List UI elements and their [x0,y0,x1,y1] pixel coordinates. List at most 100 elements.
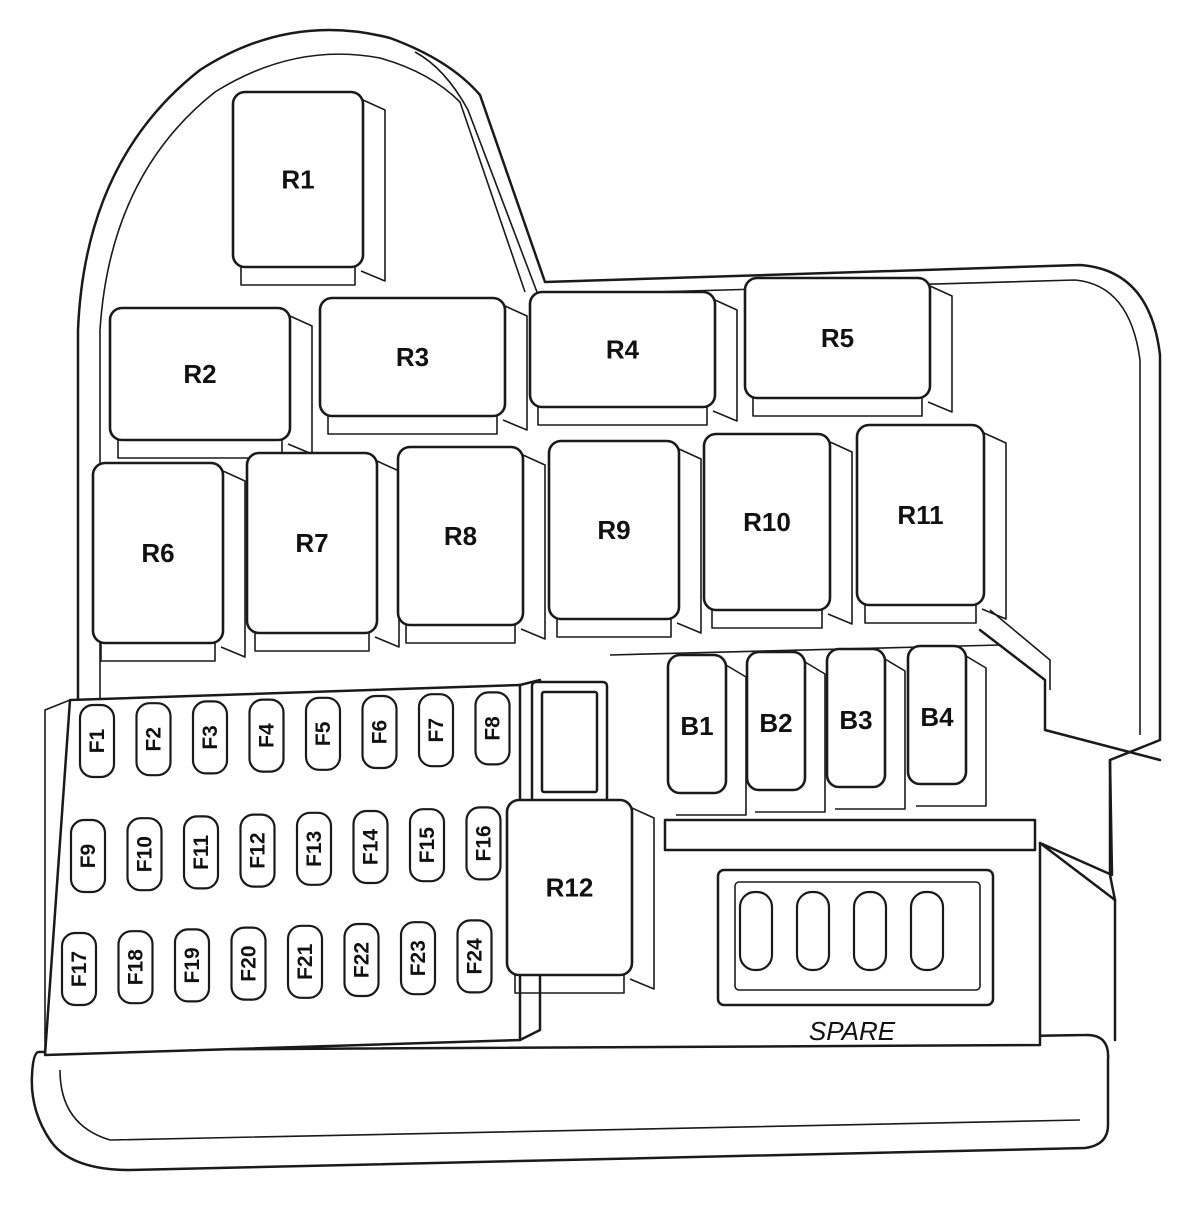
fuse-f17-label: F17 [68,951,91,987]
spare-holder: SPARE [716,868,995,1046]
fuse-f8: F8 [474,691,511,766]
fuse-f17-body [60,931,98,1007]
spare-slot [738,890,774,972]
fuse-f9: F9 [69,818,107,894]
fuse-f21: F21 [286,924,324,999]
relay-r11-body [855,423,986,607]
relay-r8-side [520,454,546,640]
fuse-f18-label: F18 [125,949,148,986]
fuse-f20: F20 [230,926,267,1001]
relay-r10-base [711,610,823,629]
fuse-f10: F10 [126,817,163,892]
fuse-f14-label: F14 [360,829,383,866]
relay-r5-label: R5 [821,323,854,353]
fuse-f24-label: F24 [464,938,487,975]
relay-r9-label: R9 [597,515,630,545]
fuse-f13-label: F13 [303,831,326,867]
relay-r3-side [502,305,528,431]
fuse-f23: F23 [399,921,437,996]
fuse-f10-body [126,817,163,892]
fuse-f5: F5 [304,696,342,771]
breaker-b1: B1 [666,653,747,816]
fuse-f12-body [239,813,276,888]
fuse-f7-body [417,693,455,768]
relay-r11: R11 [855,423,1007,624]
breaker-b1-label: B1 [680,711,713,741]
fuse-f4: F4 [248,698,285,773]
relay-r11-label: R11 [897,500,943,530]
housing-inner-rim-right [547,279,1141,735]
fuse-f12: F12 [239,813,276,888]
breaker-b1-body [666,653,728,795]
breaker-b3: B3 [825,647,906,810]
spare-slot [852,890,888,972]
fuse-f13: F13 [295,811,333,886]
fuse-f5-body [304,696,342,771]
breaker-b2-body [745,650,807,792]
relay-r7-body [245,451,379,635]
fuse-f2-label: F2 [143,727,166,752]
fuse-f16-label: F16 [473,825,496,861]
fuse-f21-label: F21 [294,943,317,980]
fuse-f22-label: F22 [351,942,374,978]
fuse-f8-body [474,691,511,766]
fuse-f6: F6 [361,694,398,770]
fuse-f16-body [465,806,502,881]
breaker-b4-side [916,655,987,807]
relay-r1-base [240,267,356,286]
fuse-f16: F16 [465,806,502,881]
relay-r9: R9 [547,439,702,638]
fuse-f15-label: F15 [416,827,439,864]
fuse-f1-body [78,703,116,779]
fuse-f17: F17 [60,931,98,1007]
relay-r4-label: R4 [606,335,640,365]
relay-r9-body [547,439,681,621]
breaker-b2-side [755,661,826,813]
breaker-b4: B4 [906,644,987,807]
fuse-f23-body [399,921,437,996]
relay-r7-label: R7 [295,528,328,558]
breaker-b3-body [825,647,887,789]
fuse-f22-body [343,922,380,998]
relay-r2-base [117,440,283,459]
fuse-f12-label: F12 [247,833,270,869]
fuse-f3-label: F3 [199,725,222,750]
fuse-f4-label: F4 [256,723,279,748]
relay-r5-side [927,285,953,413]
relay-r7-base [254,633,370,652]
relay-r10-label: R10 [743,507,791,537]
relay-r8-body [396,445,525,627]
relay-r10: R10 [702,432,853,629]
relay-r9-base [556,619,672,638]
fuse-f11: F11 [182,815,220,890]
fuse-f5-label: F5 [312,721,335,746]
housing-inner-rim [99,53,526,1040]
relay-r6-base [100,643,216,662]
relay-r2-label: R2 [183,359,216,389]
empty-socket [530,680,609,804]
breaker-b2-label: B2 [759,708,792,738]
spare-slot [909,890,945,972]
relay-r6-body [91,461,225,645]
relay-r7: R7 [245,451,400,652]
breaker-group: B1 B2 B3 B4 [666,644,987,816]
empty-socket-cavity [540,690,599,794]
fuse-f24: F24 [456,919,493,994]
relay-r11-base [864,605,977,624]
relay-r2: R2 [108,306,313,459]
relay-r8: R8 [396,445,546,644]
fuse-f13-body [295,811,333,886]
breaker-b4-label: B4 [920,702,954,732]
relay-r1-side [360,99,386,282]
fuse-f11-label: F11 [190,835,213,870]
housing-base-inner-line [59,1069,1081,1141]
housing-right-step-top [1038,841,1117,902]
relay-r9-side [676,448,702,634]
fuse-f1: F1 [78,703,116,779]
housing-base-lip [30,1033,1110,1172]
relay-r3-base [327,416,498,435]
fuse-f3-body [191,700,229,775]
spare-label: SPARE [809,1016,896,1046]
